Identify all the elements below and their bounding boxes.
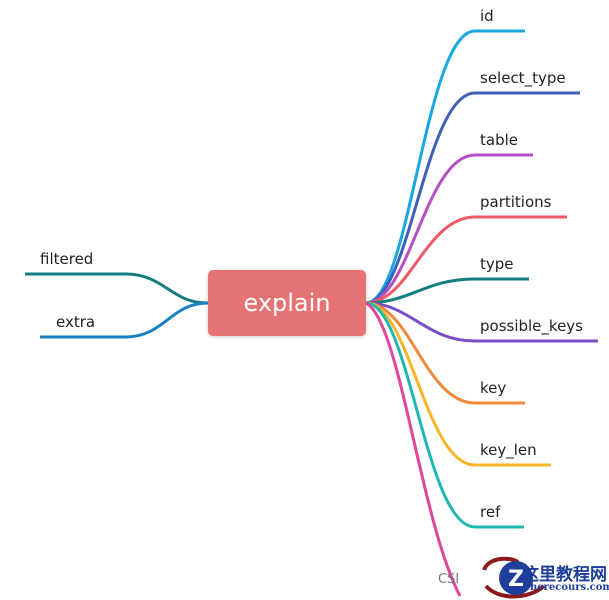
- branch-line-1: [365, 91, 580, 305]
- branch-line-2: [365, 153, 533, 305]
- branch-line-9: [365, 301, 462, 597]
- svg-text:Z: Z: [508, 567, 524, 592]
- branch-line-5: [365, 301, 598, 343]
- left-branch-line-0: [25, 272, 209, 305]
- root-node[interactable]: explain: [208, 270, 366, 336]
- branch-line-4: [365, 277, 529, 305]
- branch-line-8: [365, 301, 524, 529]
- left-branch-line-1: [40, 301, 209, 339]
- branch-label-id[interactable]: id: [480, 7, 494, 25]
- branch-label-possible-keys[interactable]: possible_keys: [480, 317, 583, 335]
- branch-label-key-len[interactable]: key_len: [480, 441, 537, 459]
- watermark-prefix: CSI: [438, 572, 460, 587]
- watermark-logo-icon: Z: [482, 556, 546, 599]
- branch-label-table[interactable]: table: [480, 131, 518, 149]
- branch-line-7: [365, 301, 551, 467]
- watermark-url: herecours.com: [530, 582, 609, 593]
- branch-line-6: [365, 301, 525, 405]
- branch-label-partitions[interactable]: partitions: [480, 193, 552, 211]
- branch-line-3: [365, 215, 567, 305]
- branch-label-type[interactable]: type: [480, 255, 514, 273]
- branch-label-filtered[interactable]: filtered: [40, 250, 94, 268]
- watermark-title: 这里教程网: [522, 565, 607, 585]
- branch-label-extra[interactable]: extra: [56, 313, 96, 331]
- watermark: CSI Z 这里教程网 herecours.com: [438, 556, 609, 600]
- branch-line-0: [365, 29, 525, 305]
- root-label: explain: [243, 289, 331, 317]
- branch-label-ref[interactable]: ref: [480, 503, 501, 521]
- branch-label-select-type[interactable]: select_type: [480, 69, 566, 87]
- branch-label-key[interactable]: key: [480, 379, 507, 397]
